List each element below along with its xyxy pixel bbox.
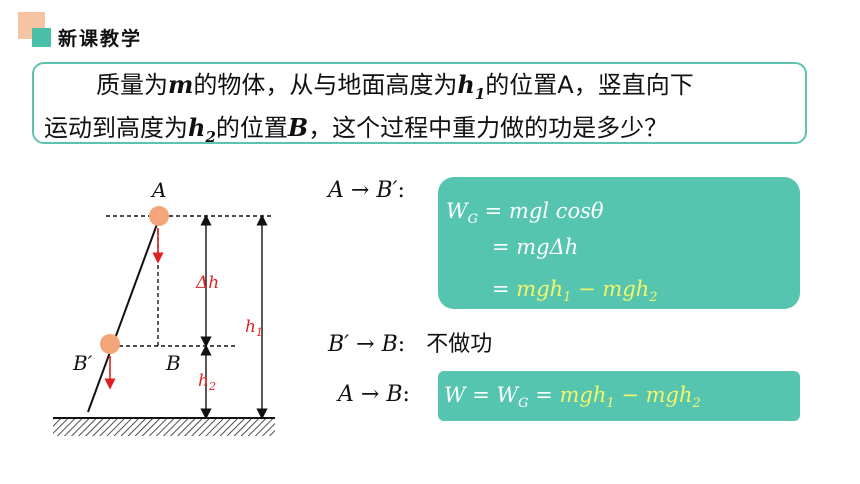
label-delta-h: Δh [195, 273, 219, 293]
label-A: A [150, 178, 166, 202]
question-line-1: 质量为m的物体，从与地面高度为h1的位置A，竖直向下 [96, 70, 694, 103]
decor-square-teal [32, 28, 51, 47]
label-Bprime: B′ [72, 351, 93, 375]
work-derivation-box: WG = mgl cosθ = mgΔh = mgh1 − mgh2 [438, 177, 800, 309]
label-B: B [165, 351, 181, 375]
derivation-row-2: = mgΔh [492, 235, 579, 259]
incline-line [87, 215, 161, 413]
derivation-row-1: WG = mgl cosθ [446, 199, 604, 228]
step-A-to-B: A → B: [338, 382, 410, 407]
no-work-text: 不做功 [426, 332, 493, 357]
work-result-box: W = WG = mgh1 − mgh2 [438, 371, 800, 421]
ground-hatch [53, 418, 275, 436]
ball-Bprime [100, 334, 120, 354]
label-h1: h1 [245, 317, 263, 339]
question-box: 质量为m的物体，从与地面高度为h1的位置A，竖直向下 运动到高度为h2的位置B，… [32, 62, 807, 146]
section-title: 新课教学 [58, 28, 143, 50]
derivation-row-3: = mgh1 − mgh2 [492, 277, 658, 306]
result-row: W = WG = mgh1 − mgh2 [444, 383, 701, 412]
step-Bprime-to-B: B′ → B: 不做功 [328, 332, 493, 357]
step-A-to-Bprime: A → B′: [328, 178, 405, 203]
question-line-2: 运动到高度为h2的位置B，这个过程中重力做的功是多少？ [44, 112, 669, 146]
label-h2: h2 [198, 371, 216, 393]
physics-diagram: A B′ B Δh h1 h2 [53, 178, 275, 436]
ball-A [149, 206, 169, 226]
